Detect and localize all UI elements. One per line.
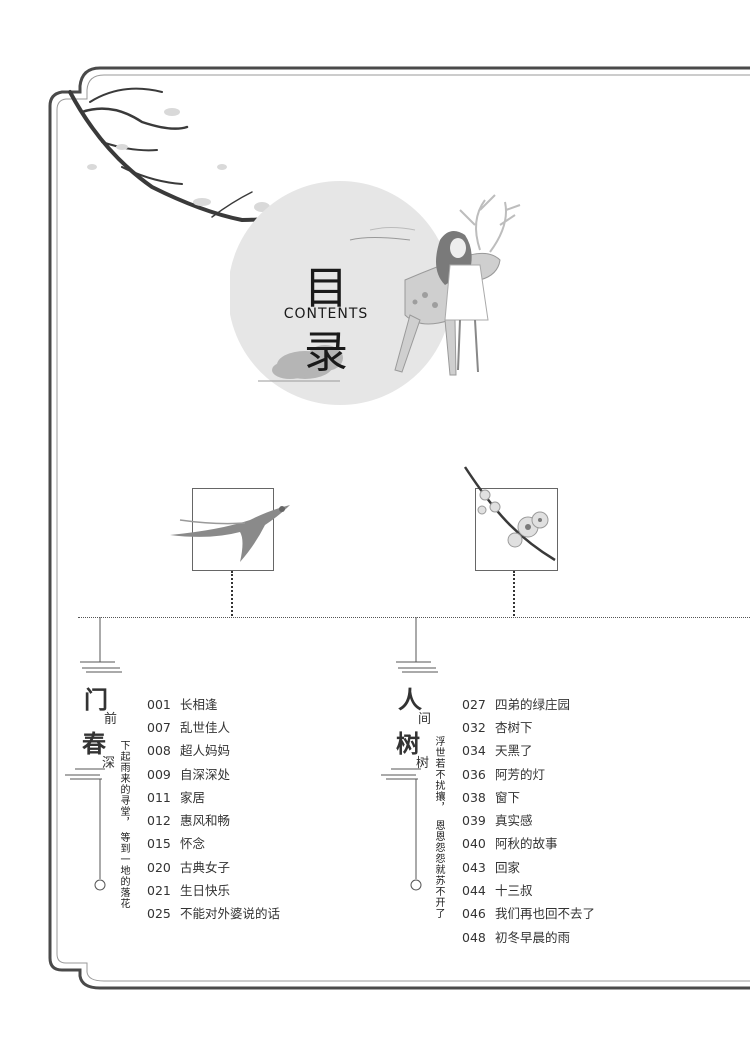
toc-entry[interactable]: 034 天黑了 xyxy=(462,740,533,759)
toc-title: 我们再也回不去了 xyxy=(495,906,596,921)
toc-entry[interactable]: 040 阿秋的故事 xyxy=(462,833,558,852)
toc-entry[interactable]: 021 生日快乐 xyxy=(147,880,230,899)
swallow-illustration xyxy=(170,505,290,562)
toc-entry[interactable]: 025 不能对外婆说的话 xyxy=(147,903,280,922)
left-title-char-1: 门 xyxy=(84,685,108,714)
toc-page-number: 007 xyxy=(147,720,171,735)
toc-title: 天黑了 xyxy=(495,743,533,758)
toc-page-number: 034 xyxy=(462,743,486,758)
toc-page-number: 012 xyxy=(147,813,171,828)
toc-title: 生日快乐 xyxy=(180,883,231,898)
toc-title: 阿秋的故事 xyxy=(495,836,558,851)
toc-page-number: 036 xyxy=(462,767,486,782)
toc-entry[interactable]: 009 自深深处 xyxy=(147,764,230,783)
toc-title: 窗下 xyxy=(495,790,521,805)
left-title-char-2: 前 xyxy=(104,712,118,727)
toc-title: 家居 xyxy=(180,790,206,805)
toc-page-number: 020 xyxy=(147,860,171,875)
left-title-char-3: 春 xyxy=(82,729,106,758)
toc-entry[interactable]: 015 怀念 xyxy=(147,833,205,852)
toc-title: 十三叔 xyxy=(495,883,533,898)
dotted-connector-right xyxy=(513,571,515,616)
toc-title: 阿芳的灯 xyxy=(495,767,546,782)
toc-page-number: 009 xyxy=(147,767,171,782)
right-verse-line-1: 浮世若不扰攘， xyxy=(433,736,444,813)
right-verse-line-2: 恩恩怨怨就苏不开了 xyxy=(433,820,444,919)
toc-entry[interactable]: 012 惠风和畅 xyxy=(147,810,230,829)
toc-entry[interactable]: 038 窗下 xyxy=(462,787,520,806)
toc-title: 惠风和畅 xyxy=(180,813,231,828)
right-ornament xyxy=(381,617,438,891)
right-title-char-4: 树 xyxy=(416,756,430,771)
toc-entry[interactable]: 048 初冬早晨的雨 xyxy=(462,927,570,946)
toc-page-number: 021 xyxy=(147,883,171,898)
toc-entry[interactable]: 036 阿芳的灯 xyxy=(462,764,545,783)
toc-page-number: 048 xyxy=(462,930,486,945)
toc-page-number: 027 xyxy=(462,697,486,712)
swallow-box xyxy=(192,488,274,571)
toc-title: 杏树下 xyxy=(495,720,533,735)
toc-page-number: 043 xyxy=(462,860,486,875)
toc-title: 怀念 xyxy=(180,836,206,851)
page-subtitle: CONTENTS xyxy=(283,306,369,322)
toc-entry[interactable]: 046 我们再也回不去了 xyxy=(462,903,595,922)
toc-page-number: 032 xyxy=(462,720,486,735)
flower-box xyxy=(475,488,558,571)
toc-entry[interactable]: 027 四弟的绿庄园 xyxy=(462,694,570,713)
toc-page-number: 040 xyxy=(462,836,486,851)
toc-page-number: 001 xyxy=(147,697,171,712)
toc-entry[interactable]: 001 长相逢 xyxy=(147,694,218,713)
left-ornament xyxy=(65,617,122,891)
toc-entry[interactable]: 008 超人妈妈 xyxy=(147,740,230,759)
dotted-divider xyxy=(78,617,750,618)
right-title-char-1: 人 xyxy=(398,685,422,714)
toc-page-number: 046 xyxy=(462,906,486,921)
right-title-char-2: 间 xyxy=(418,712,432,727)
toc-page-number: 015 xyxy=(147,836,171,851)
left-verse-line-2: 等到一地的落花 xyxy=(118,832,129,909)
toc-title: 超人妈妈 xyxy=(180,743,231,758)
dotted-connector-left xyxy=(231,571,233,616)
toc-title: 乱世佳人 xyxy=(180,720,231,735)
toc-page-number: 039 xyxy=(462,813,486,828)
toc-entry[interactable]: 011 家居 xyxy=(147,787,205,806)
moon-deer-illustration xyxy=(230,181,521,405)
toc-title: 古典女子 xyxy=(180,860,231,875)
toc-page-number: 011 xyxy=(147,790,171,805)
toc-page-number: 044 xyxy=(462,883,486,898)
toc-title: 四弟的绿庄园 xyxy=(495,697,571,712)
toc-page-number: 025 xyxy=(147,906,171,921)
toc-entry[interactable]: 032 杏树下 xyxy=(462,717,533,736)
toc-entry[interactable]: 043 回家 xyxy=(462,857,520,876)
toc-title: 真实感 xyxy=(495,813,533,828)
toc-page-number: 038 xyxy=(462,790,486,805)
toc-title: 初冬早晨的雨 xyxy=(495,930,571,945)
left-title-char-4: 深 xyxy=(102,756,116,771)
left-verse-line-1: 下起雨来的寻堂， xyxy=(118,740,129,828)
toc-entry[interactable]: 044 十三叔 xyxy=(462,880,533,899)
toc-page-number: 008 xyxy=(147,743,171,758)
toc-title: 长相逢 xyxy=(180,697,218,712)
toc-entry[interactable]: 020 古典女子 xyxy=(147,857,230,876)
right-title-char-3: 树 xyxy=(396,729,420,758)
toc-entry[interactable]: 039 真实感 xyxy=(462,810,533,829)
toc-title: 回家 xyxy=(495,860,521,875)
toc-entry[interactable]: 007 乱世佳人 xyxy=(147,717,230,736)
toc-title: 不能对外婆说的话 xyxy=(180,906,281,921)
blossom-branch-illustration xyxy=(463,466,556,562)
page-title: 目录 xyxy=(304,263,350,378)
toc-title: 自深深处 xyxy=(180,767,231,782)
